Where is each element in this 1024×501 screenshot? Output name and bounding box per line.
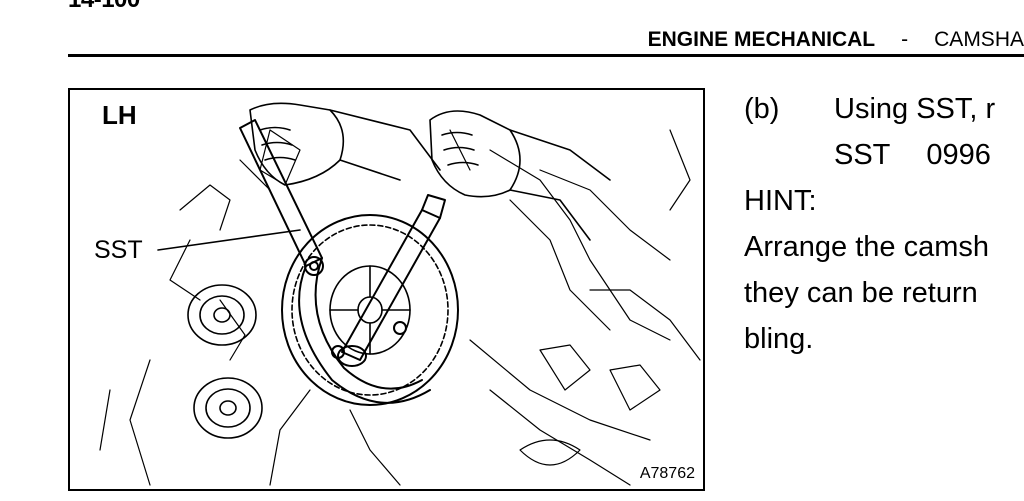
technician-hands <box>249 102 611 241</box>
figure-id: A78762 <box>639 465 695 482</box>
figure-side-label: LH <box>102 100 137 130</box>
sst-number-line: SST 0996 <box>744 132 1024 178</box>
step-line: (b) Using SST, r <box>744 86 1024 132</box>
illustration-figure: LH SST A78762 <box>68 88 705 491</box>
hint-line: bling. <box>744 323 814 355</box>
header-separator: - <box>901 28 909 51</box>
hint-line: they can be return <box>744 277 978 309</box>
sst-code: 0996 <box>926 139 991 171</box>
sst-callout: SST <box>94 236 143 264</box>
subsection-title: CAMSHA <box>934 28 1024 51</box>
header-rule <box>68 54 1024 57</box>
sst-leader-line <box>157 229 301 251</box>
section-header: ENGINE MECHANICAL - CAMSHA <box>648 28 1024 52</box>
step-label: (b) <box>744 93 780 125</box>
sst-holding-tool <box>239 119 431 404</box>
camshaft-sst-illustration <box>99 102 701 486</box>
idler-pulleys <box>187 284 263 439</box>
camshaft-timing-pulley <box>281 214 459 406</box>
step-text: Using SST, r <box>834 93 996 125</box>
procedure-text: (b) Using SST, r SST 0996 HINT: Arrange th… <box>744 86 1024 362</box>
engine-background <box>99 129 701 486</box>
page-number: 14-100 <box>68 0 140 14</box>
section-title: ENGINE MECHANICAL <box>647 28 876 51</box>
hint-heading: HINT: <box>744 185 817 217</box>
sst-prefix: SST <box>834 139 891 171</box>
hint-line: Arrange the camsh <box>744 231 990 263</box>
wrench-tool <box>337 194 446 367</box>
